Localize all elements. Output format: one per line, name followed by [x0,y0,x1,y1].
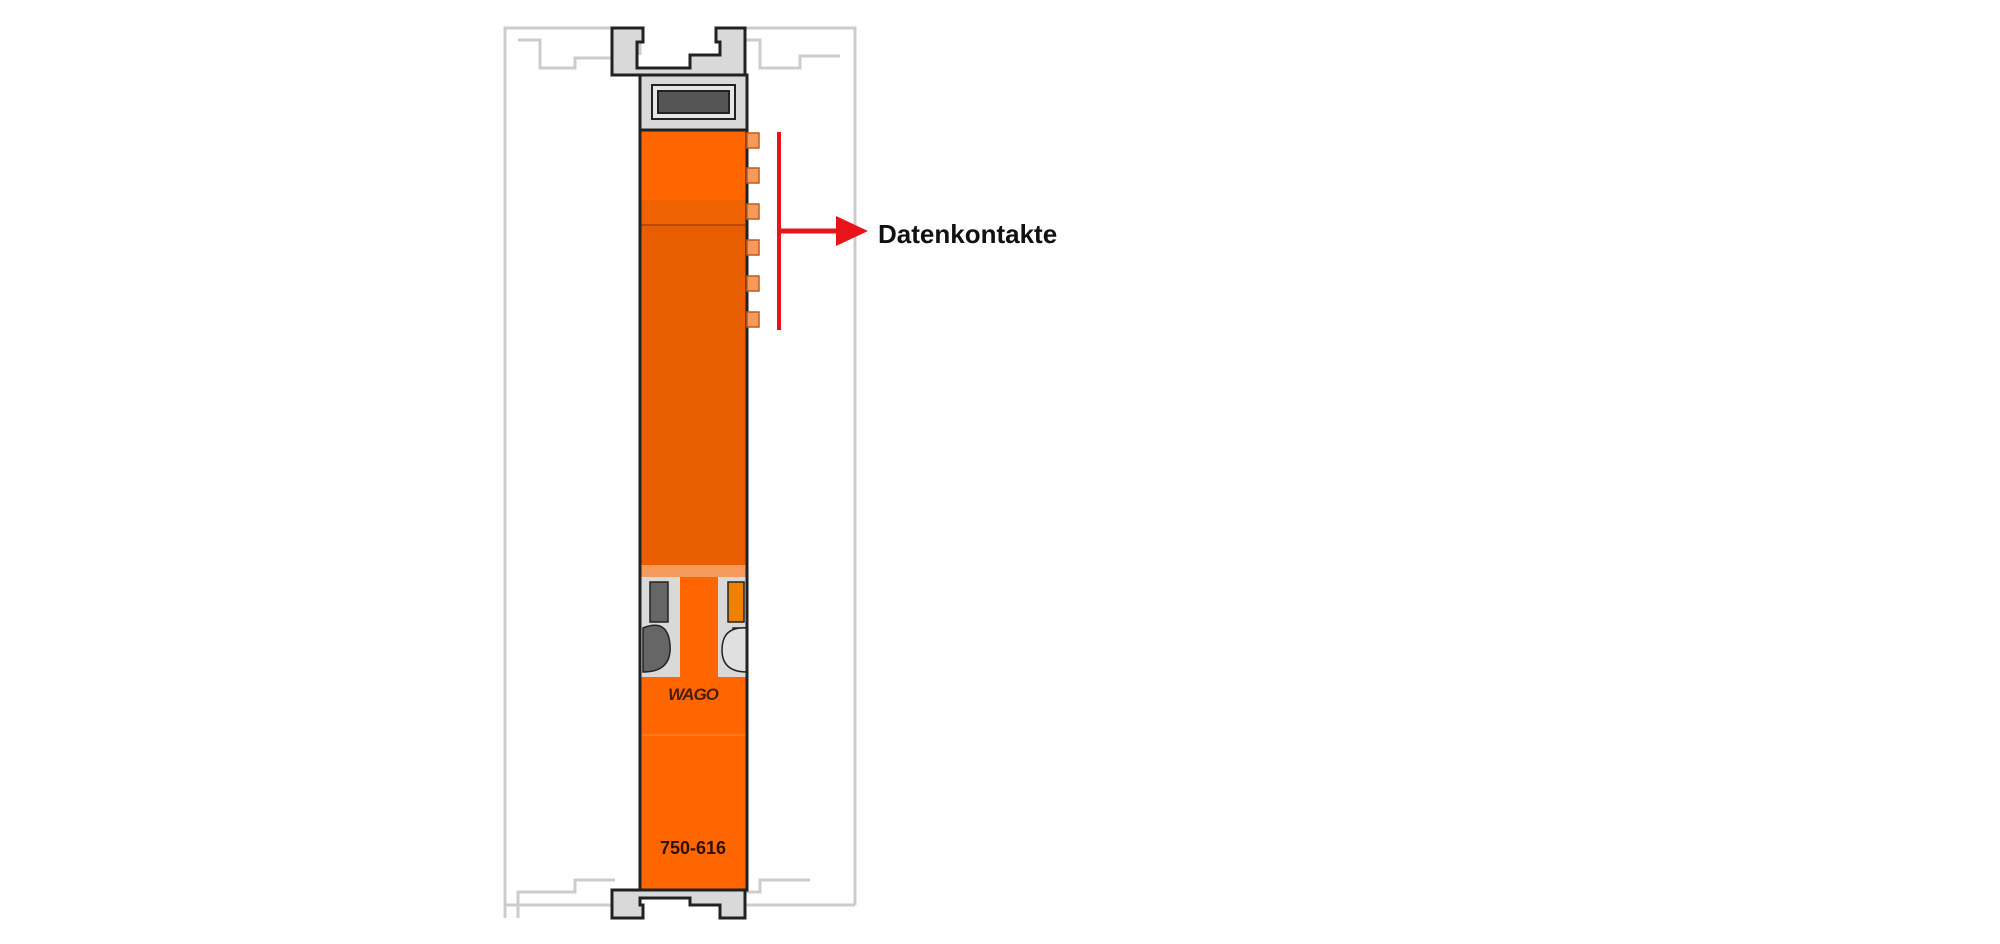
marker-window [657,90,730,114]
body-highlight-band [640,565,747,577]
terminal-latch-right [721,627,748,673]
terminal-slot-left [649,581,669,623]
module-body-bottom [640,677,747,890]
top-rail-clip [610,26,747,77]
callout-label: Datenkontakte [878,219,1057,249]
data-contact-4 [746,239,760,256]
terminal-tab [680,577,718,677]
bottom-rail-clip [610,888,747,920]
data-contact-2 [746,167,760,184]
module-number: 750-616 [660,838,726,858]
terminal-latch-left [642,624,671,673]
module-body-middle [640,225,747,570]
brand-logo: WAGO [668,685,719,704]
data-contact-5 [746,275,760,292]
callout-arrow-head [836,216,868,246]
data-contact-1 [746,132,760,149]
ghost-module-left [503,26,642,918]
data-contact-3 [746,203,760,220]
terminal-slot-right [727,581,745,623]
data-contacts [746,132,760,328]
module-body-top-shade [640,200,747,225]
data-contact-6 [746,311,760,328]
